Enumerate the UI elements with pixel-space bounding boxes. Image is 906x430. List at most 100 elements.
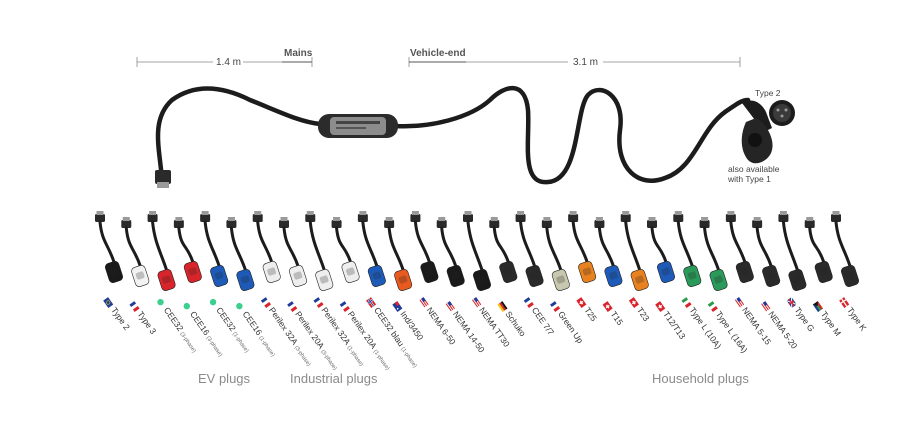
plug-label: Type 3 <box>136 309 159 336</box>
plug-body-icon <box>472 269 492 291</box>
plug-face-icon <box>240 275 250 284</box>
adapter-connector-icon <box>410 214 421 222</box>
plug-adapter: CEE 7/7 <box>515 211 557 337</box>
plug-body-icon <box>656 261 676 283</box>
plug-face-icon <box>687 271 697 280</box>
plug-adapter: Perilex 20A(3-phase) <box>279 217 338 372</box>
connector-pins-icon <box>411 211 419 215</box>
plug-label-group: Type 3 <box>129 301 159 336</box>
plug-body-icon <box>499 261 518 283</box>
connector-pins-icon <box>622 211 630 215</box>
adapter-connector-icon <box>804 220 815 228</box>
plug-face-icon <box>346 267 355 276</box>
control-box-icon <box>318 114 398 138</box>
connector-pins-icon <box>595 217 603 221</box>
adapter-cable <box>650 226 668 264</box>
adapter-cable <box>597 226 615 268</box>
fr-flag-icon <box>260 297 271 308</box>
adapter-cable <box>413 220 431 264</box>
category-household-plugs: Household plugs <box>652 371 749 386</box>
plug-label: NEMA 5-20 <box>766 309 799 351</box>
adapter-connector-icon <box>121 220 132 228</box>
adapter-connector-icon <box>515 214 526 222</box>
adapter-connector-icon <box>647 220 657 228</box>
adapter-connector-icon <box>95 214 105 222</box>
plug-body-icon <box>288 265 308 287</box>
plug-body-icon <box>420 261 439 283</box>
plug-label-group: T12/T13 <box>655 301 688 341</box>
plug-body-icon <box>394 269 413 291</box>
plug-face-icon <box>582 267 592 276</box>
plug-label: CEE 7/7 <box>530 305 557 337</box>
connector-pins-icon <box>806 217 814 221</box>
adapter-cable <box>834 220 852 268</box>
adapter-cable <box>703 226 721 272</box>
plug-body-icon <box>525 265 544 287</box>
type2-connector-icon <box>741 100 795 164</box>
us-flag-icon <box>471 297 482 308</box>
plug-face-icon <box>372 271 382 280</box>
plug-face-icon <box>556 275 566 284</box>
plug-adapter: Perilex 20A(1-phase) <box>331 217 390 372</box>
plug-face-icon <box>635 275 644 284</box>
plug-face-icon <box>792 275 802 284</box>
plug-face-icon <box>424 267 434 276</box>
adapter-cable <box>466 220 484 272</box>
fr-flag-icon <box>550 301 561 312</box>
adapter-connector-icon <box>752 220 763 228</box>
plug-body-icon <box>315 269 334 291</box>
plug-adapter: Type K <box>831 211 869 333</box>
plug-face-icon <box>451 271 460 280</box>
connector-pins-icon <box>438 217 446 221</box>
adapter-connector-icon <box>699 220 710 228</box>
dot-flag-icon <box>157 298 164 306</box>
plug-label: Schuko <box>504 309 529 338</box>
adapter-connector-icon <box>173 220 184 228</box>
connector-pins-icon <box>149 211 157 215</box>
adapter-cable <box>98 220 116 264</box>
plug-face-icon <box>162 275 171 284</box>
dot-flag-icon <box>236 302 243 310</box>
adapter-cable <box>755 226 773 268</box>
fr-flag-icon <box>129 301 140 312</box>
adapter-connector-icon <box>226 220 237 228</box>
main-cable <box>155 85 751 185</box>
fr-flag-icon <box>287 301 298 312</box>
au-flag-icon <box>392 301 403 312</box>
plug-label: T15 <box>609 309 626 327</box>
plug-body-icon <box>104 261 124 283</box>
connector-pins-icon <box>517 211 525 215</box>
fr-flag-icon <box>523 297 534 308</box>
adapter-connector-icon <box>200 214 211 222</box>
adapter-connector-icon <box>594 220 605 228</box>
plug-label: Type G <box>793 305 817 333</box>
connector-pins-icon <box>122 217 130 221</box>
connector-pins-icon <box>674 211 682 215</box>
plug-body-icon <box>788 269 807 291</box>
plug-body-icon <box>341 261 360 283</box>
eu-flag-icon <box>103 297 114 308</box>
adapter-cable <box>624 220 642 272</box>
plug-label-group: Type K <box>839 297 869 333</box>
ch-flag-icon <box>628 297 639 308</box>
adapter-connector-icon <box>620 214 631 222</box>
mains-length-label: 1.4 m <box>216 57 241 68</box>
plug-body-icon <box>210 265 229 287</box>
adapter-connector-icon <box>568 214 579 222</box>
adapter-cable <box>492 226 510 264</box>
plug-label-group: T23 <box>628 297 652 323</box>
adapter-connector-icon <box>541 220 552 228</box>
plug-face-icon <box>214 271 224 280</box>
adapter-cable <box>282 226 300 268</box>
ch-flag-icon <box>576 297 587 308</box>
type2-label: Type 2 <box>755 88 781 98</box>
plug-body-icon <box>814 261 833 283</box>
adapter-cable <box>808 226 826 264</box>
plug-adapter: T15 <box>594 217 625 327</box>
adapter-connector-icon <box>384 220 395 228</box>
plug-face-icon <box>714 275 723 284</box>
connector-pins-icon <box>569 211 577 215</box>
us-flag-icon <box>418 297 429 308</box>
